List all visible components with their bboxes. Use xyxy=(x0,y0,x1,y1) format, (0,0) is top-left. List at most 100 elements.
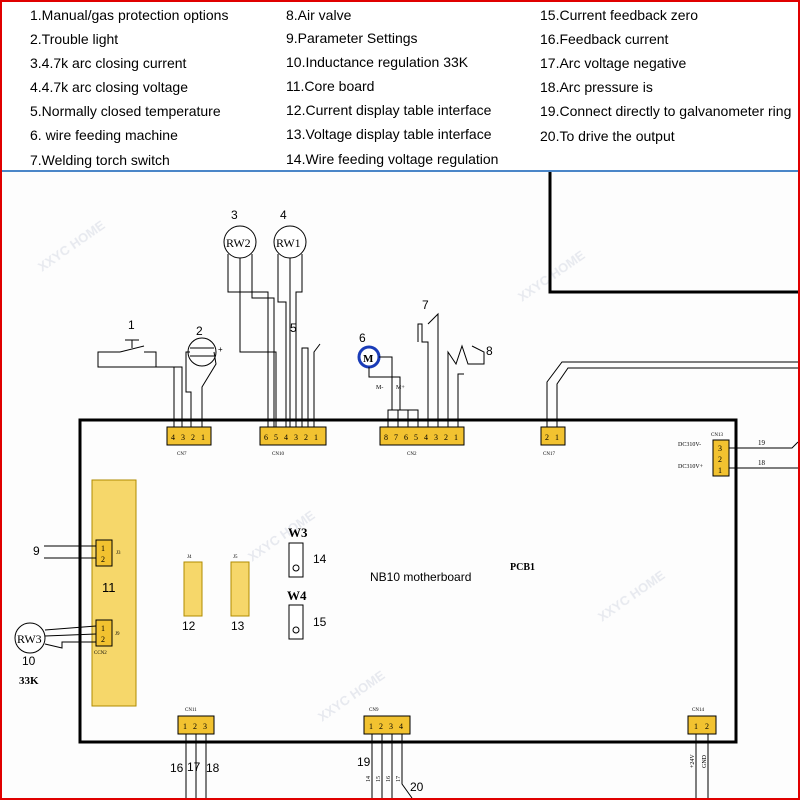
trouble-light-icon xyxy=(187,337,217,367)
callout-16: 16 xyxy=(170,761,184,775)
pin-label: 2 xyxy=(193,722,197,731)
cn2-pins: 8 7 6 5 4 3 2 1 xyxy=(384,433,458,442)
legend-item-19: 19.Connect directly to galvanometer ring xyxy=(540,103,792,119)
legend-item-11: 11.Core board xyxy=(286,78,375,94)
cn11-label: CN11 xyxy=(185,708,197,713)
cn14-gnd: GND xyxy=(702,754,708,768)
wire xyxy=(185,351,192,427)
callout-14: 14 xyxy=(313,552,327,566)
lamp-filament xyxy=(190,347,214,357)
pin-label: 3 xyxy=(434,433,438,442)
callout-2: 2 xyxy=(196,324,203,338)
cn9-wire-numbers: 14 15 16 17 xyxy=(366,776,402,782)
w4-trimmer xyxy=(288,604,304,640)
wire xyxy=(546,361,798,427)
watermark-text: XXYC HOME xyxy=(595,567,668,624)
cn2-label: CN2 xyxy=(407,452,417,457)
pin-label: 1 xyxy=(718,466,722,475)
wire xyxy=(239,258,277,427)
cn17-label: CN17 xyxy=(543,452,555,457)
j4-current-display-interface xyxy=(183,561,203,617)
pin-label: 3 xyxy=(718,444,722,453)
w4-label: W4 xyxy=(287,588,307,603)
cn7-label: CN7 xyxy=(177,452,187,457)
wire-number: 15 xyxy=(376,776,382,782)
legend-item-17: 17.Arc voltage negative xyxy=(540,55,687,71)
j9-connector xyxy=(95,619,113,647)
pin-label: 4 xyxy=(284,433,288,442)
cn10-connector xyxy=(259,426,327,446)
pin-label: 3 xyxy=(203,722,207,731)
pin-label: 1 xyxy=(201,433,205,442)
pin-label: 7 xyxy=(394,433,398,442)
wire xyxy=(227,254,269,427)
thermal-switch-contact xyxy=(313,343,321,427)
rw1-label: RW1 xyxy=(276,236,301,250)
legend-item-20: 20.To drive the output xyxy=(540,128,675,144)
cn14-label: CN14 xyxy=(692,708,704,713)
wire xyxy=(295,254,303,427)
callout-15: 15 xyxy=(313,615,327,629)
pin-label: 3 xyxy=(181,433,185,442)
legend-item-1: 1.Manual/gas protection options xyxy=(30,7,229,23)
motor-plus: M+ xyxy=(396,385,405,391)
cn7-connector xyxy=(166,426,212,446)
switch-contact xyxy=(119,345,145,353)
pin-label: 1 xyxy=(101,544,105,553)
callout-6: 6 xyxy=(359,331,366,345)
legend-item-6: 6. wire feeding machine xyxy=(30,127,178,143)
j5-label: J5 xyxy=(233,555,238,560)
pin-label: 4 xyxy=(171,433,175,442)
wire xyxy=(400,409,419,427)
pin-label: 1 xyxy=(454,433,458,442)
rw3-label: RW3 xyxy=(17,632,42,646)
legend-item-13: 13.Voltage display table interface xyxy=(286,126,492,142)
callout-11: 11 xyxy=(102,580,116,595)
watermark-text: XXYC HOME xyxy=(35,217,108,274)
motor-symbol: M xyxy=(363,353,374,365)
trimmer-screw-icon xyxy=(292,564,300,572)
cn14-24v: +24V xyxy=(690,754,696,768)
pin-label: 1 xyxy=(694,722,698,731)
w3-trimmer xyxy=(288,542,304,578)
pin-label: 4 xyxy=(399,722,403,731)
cn13-v-plus: DC310V+ xyxy=(678,464,704,470)
wire xyxy=(401,734,413,798)
ccn2-label: CCN2 xyxy=(94,651,107,656)
callout-17: 17 xyxy=(187,760,201,774)
pcb-label: PCB1 xyxy=(510,562,535,573)
j4-label: J4 xyxy=(187,555,192,560)
legend-item-14: 14.Wire feeding voltage regulation xyxy=(286,151,499,167)
wire xyxy=(457,373,464,427)
callout-19: 19 xyxy=(357,755,371,769)
pin-label: 4 xyxy=(424,433,428,442)
rw3-potentiometer xyxy=(14,622,46,654)
cn10-label: CN10 xyxy=(272,452,284,457)
wire xyxy=(251,254,275,427)
legend-item-7: 7.Welding torch switch xyxy=(30,152,170,168)
torch-switch-wire xyxy=(417,323,429,427)
pin-label: 2 xyxy=(379,722,383,731)
wire xyxy=(97,351,175,427)
pin-label: 3 xyxy=(389,722,393,731)
pin-label: 3 xyxy=(294,433,298,442)
callout-20: 20 xyxy=(410,780,424,794)
wire xyxy=(277,254,287,427)
callout-19-right: 19 xyxy=(758,439,766,447)
legend: 1.Manual/gas protection options 2.Troubl… xyxy=(2,2,798,170)
legend-item-8: 8.Air valve xyxy=(286,7,352,23)
w3-label: W3 xyxy=(288,525,308,540)
legend-item-5: 5.Normally closed temperature xyxy=(30,103,221,119)
cn13-connector xyxy=(712,439,730,477)
pin-label: 2 xyxy=(444,433,448,442)
j5-voltage-display-interface xyxy=(230,561,250,617)
legend-item-15: 15.Current feedback zero xyxy=(540,7,698,23)
pin-label: 6 xyxy=(264,433,268,442)
board-name: NB10 motherboard xyxy=(370,570,471,584)
pin-label: 5 xyxy=(274,433,278,442)
callout-13: 13 xyxy=(231,619,245,633)
callout-1: 1 xyxy=(128,318,135,332)
pin-label: 2 xyxy=(705,722,709,731)
